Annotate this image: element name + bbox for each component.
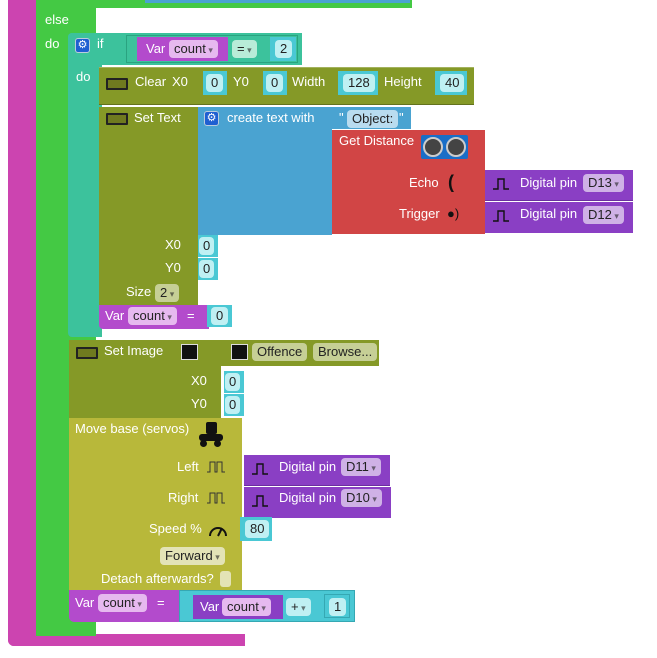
set-text-x0-label: X0 (165, 237, 181, 252)
if-gear-icon[interactable]: ⚙ (75, 38, 90, 53)
else-label: else (45, 12, 69, 27)
speed-label: Speed % (149, 521, 202, 536)
condition-value-field[interactable]: 2 (275, 40, 293, 58)
arithmetic-operator-dropdown[interactable]: + (286, 598, 311, 616)
set-image-label: Set Image (104, 343, 164, 358)
right-pin-label: Digital pin (279, 490, 337, 505)
pwm-icon (207, 461, 225, 473)
inner-var-label: Var (200, 599, 220, 614)
pulse-icon (252, 463, 268, 475)
ultrasonic-sensor-icon (421, 135, 468, 159)
pwm-icon (207, 492, 225, 504)
pulse-icon (493, 178, 509, 190)
set-text-y0-label: Y0 (165, 260, 181, 275)
echo-pin-label: Digital pin (520, 175, 578, 190)
image-name-field[interactable]: Offence (252, 343, 308, 361)
if-else-bottom-notch (36, 624, 96, 636)
detach-checkbox[interactable] (220, 571, 231, 587)
speaker-person-icon: ●) (447, 206, 460, 221)
lcd-icon (106, 78, 128, 90)
lcd-icon (76, 347, 98, 359)
set-image-y0-field[interactable]: 0 (225, 396, 241, 414)
direction-dropdown[interactable]: Forward (160, 547, 225, 565)
set-text-block[interactable] (99, 107, 198, 307)
trigger-label: Trigger (399, 206, 440, 221)
speed-value-field[interactable]: 80 (245, 520, 270, 538)
condition-var-label: Var (146, 41, 166, 56)
if-label: if (97, 36, 104, 51)
increment-var-dropdown[interactable]: count (98, 594, 147, 612)
size-label: Size (126, 284, 152, 299)
create-text-gear-icon[interactable]: ⚙ (204, 111, 219, 126)
echo-pin-dropdown[interactable]: D13 (583, 174, 624, 192)
condition-operator-dropdown[interactable]: = (232, 40, 257, 58)
ear-icon: ( (448, 172, 454, 192)
reset-count-var-label: Var (105, 308, 125, 323)
set-text-label: Set Text (134, 110, 181, 125)
clear-label: Clear (135, 74, 167, 89)
inner-var-dropdown[interactable]: count (222, 598, 271, 616)
set-text-x0-field[interactable]: 0 (199, 237, 215, 255)
else-do-label: do (45, 36, 60, 51)
quote-open: " (339, 110, 344, 125)
if-else-inner-white (96, 8, 426, 30)
trigger-pin-label: Digital pin (520, 206, 578, 221)
clear-height-label: Height (384, 74, 422, 89)
outer-loop-bottom-bar (8, 634, 245, 646)
clear-x0-field[interactable]: 0 (206, 74, 224, 92)
move-base-label: Move base (servos) (75, 421, 190, 436)
condition-var-dropdown[interactable]: count (169, 40, 218, 58)
outer-loop-block[interactable] (8, 0, 36, 646)
browse-button[interactable]: Browse... (313, 343, 378, 361)
set-image-y0-label: Y0 (191, 396, 207, 411)
robot-car-icon (197, 422, 227, 448)
clear-x0-label: X0 (172, 74, 188, 89)
increment-var-label: Var (75, 595, 95, 610)
clear-y0-field[interactable]: 0 (266, 74, 284, 92)
image-picker-icon[interactable] (231, 344, 248, 360)
right-pin-dropdown[interactable]: D10 (341, 489, 382, 507)
quote-close: " (399, 110, 404, 125)
reset-count-value-field[interactable]: 0 (211, 307, 229, 325)
left-label: Left (177, 459, 199, 474)
trigger-pin-dropdown[interactable]: D12 (583, 206, 624, 224)
clear-height-field[interactable]: 40 (440, 74, 465, 92)
lcd-icon (106, 113, 128, 125)
set-text-y0-field[interactable]: 0 (199, 260, 215, 278)
left-pin-label: Digital pin (279, 459, 337, 474)
prior-statement-stub (145, 0, 410, 3)
if-else-top-bar (36, 0, 412, 8)
clear-width-label: Width (292, 74, 326, 89)
detach-label: Detach afterwards? (101, 571, 214, 586)
echo-label: Echo (409, 175, 439, 190)
get-distance-label: Get Distance (339, 133, 415, 148)
pulse-icon (252, 495, 268, 507)
reset-count-eq: = (187, 308, 195, 323)
create-text-label: create text with (227, 110, 315, 125)
clear-width-field[interactable]: 128 (343, 74, 375, 92)
text-literal-field[interactable]: Object: (347, 110, 399, 128)
pulse-icon (493, 210, 509, 222)
image-icon (181, 344, 198, 360)
clear-y0-label: Y0 (233, 74, 249, 89)
set-image-x0-label: X0 (191, 373, 207, 388)
left-pin-dropdown[interactable]: D11 (341, 458, 381, 476)
reset-count-var-dropdown[interactable]: count (128, 307, 177, 325)
increment-value-field[interactable]: 1 (329, 598, 347, 616)
right-label: Right (168, 490, 199, 505)
if-block[interactable] (68, 33, 102, 337)
speedometer-icon (209, 527, 227, 537)
set-image-x0-field[interactable]: 0 (225, 373, 241, 391)
if-do-label: do (76, 69, 91, 84)
size-dropdown[interactable]: 2 (155, 284, 180, 302)
increment-eq: = (157, 595, 165, 610)
